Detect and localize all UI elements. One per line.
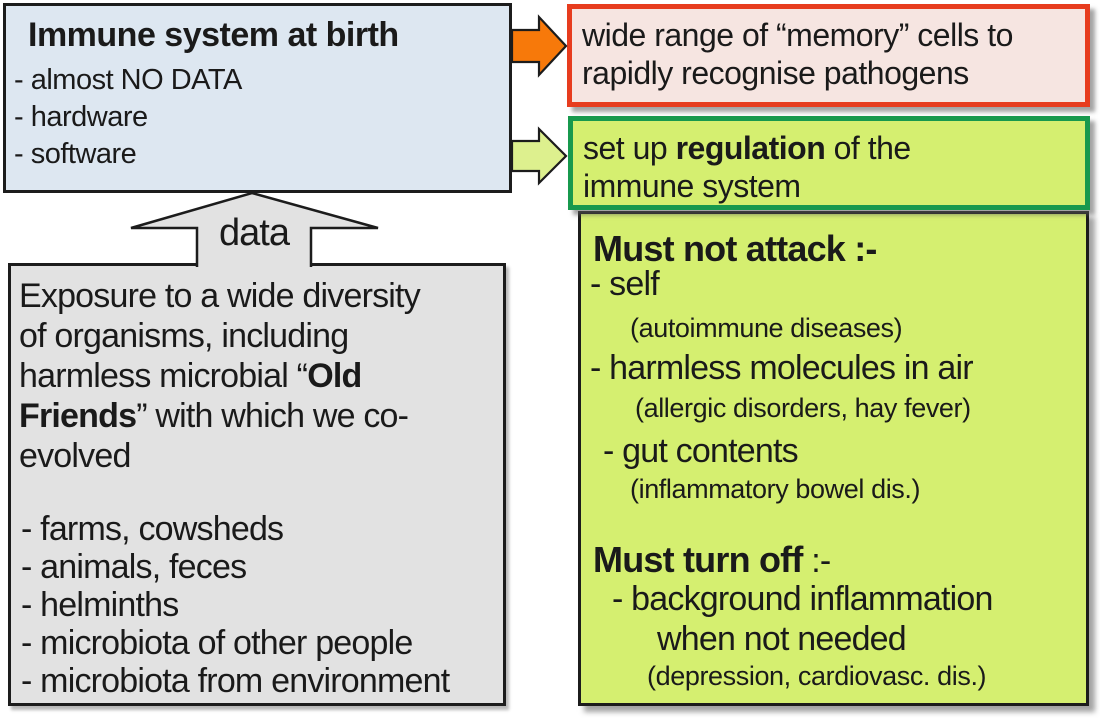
list-item: - farms, cowsheds	[21, 510, 284, 548]
list-item: - background inflammation	[612, 580, 993, 618]
immune-at-birth-box: Immune system at birth - almost NO DATA …	[3, 3, 512, 193]
must-turn-off-header: Must turn off :-	[593, 539, 831, 581]
list-item: - hardware	[14, 101, 148, 133]
list-item: - microbiota of other people	[21, 624, 413, 662]
must-turn-off-bold: Must turn off	[593, 539, 803, 580]
list-item: - self	[590, 265, 660, 303]
list-item-note: (autoimmune diseases)	[630, 313, 903, 343]
regulation-text: set up	[583, 130, 676, 166]
list-item: - harmless molecules in air	[590, 349, 974, 387]
list-item: - gut contents	[603, 432, 799, 470]
paragraph-text: harmless microbial “	[19, 357, 308, 395]
old-friends-bold: Friends	[19, 397, 137, 435]
list-item: - almost NO DATA	[14, 64, 242, 96]
list-item-note: (depression, cardiovasc. dis.)	[647, 661, 987, 691]
memory-cells-line-1: wide range of “memory” cells to	[582, 17, 1013, 53]
paragraph-line: evolved	[19, 437, 131, 475]
list-item: - microbiota from environment	[21, 662, 450, 700]
memory-cells-line-2: rapidly recognise pathogens	[582, 55, 969, 91]
regulation-line-2: immune system	[583, 168, 801, 204]
paragraph-line: of organisms, including	[19, 317, 349, 355]
must-not-attack-box: Must not attack :- - self (autoimmune di…	[578, 211, 1089, 706]
list-item-note: (inflammatory bowel dis.)	[630, 474, 921, 504]
data-arrow-label: data	[219, 212, 290, 254]
paragraph-line: Friends” with which we co-	[19, 396, 503, 436]
paragraph-text: ” with which we co-	[136, 397, 409, 435]
orange-right-arrow-icon	[510, 14, 568, 78]
exposure-box: Exposure to a wide diversity of organism…	[8, 263, 506, 706]
must-not-attack-header: Must not attack :-	[593, 228, 877, 269]
regulation-box: set up regulation of the immune system	[568, 116, 1090, 210]
list-item-note: (allergic disorders, hay fever)	[635, 393, 971, 423]
regulation-line-1: set up regulation of the	[583, 129, 1085, 167]
list-item: when not needed	[657, 620, 907, 658]
old-friends-bold: Old	[307, 357, 362, 395]
green-right-arrow-icon	[510, 126, 568, 186]
memory-cells-box: wide range of “memory” cells to rapidly …	[567, 4, 1090, 107]
paragraph-line: Exposure to a wide diversity	[19, 277, 421, 315]
immune-at-birth-list: - almost NO DATA - hardware - software	[14, 62, 509, 173]
must-turn-off-rest: :-	[802, 542, 831, 580]
regulation-bold-text: regulation	[675, 130, 826, 166]
regulation-text: of the	[825, 130, 912, 166]
paragraph-line: harmless microbial “Old	[19, 356, 503, 396]
list-item: - software	[14, 138, 137, 170]
exposure-paragraph: Exposure to a wide diversity of organism…	[19, 276, 503, 476]
list-item: - animals, feces	[21, 548, 247, 586]
list-item: - helminths	[21, 586, 179, 624]
exposure-list: - farms, cowsheds - animals, feces - hel…	[19, 510, 503, 700]
immune-at-birth-title: Immune system at birth	[28, 16, 399, 54]
